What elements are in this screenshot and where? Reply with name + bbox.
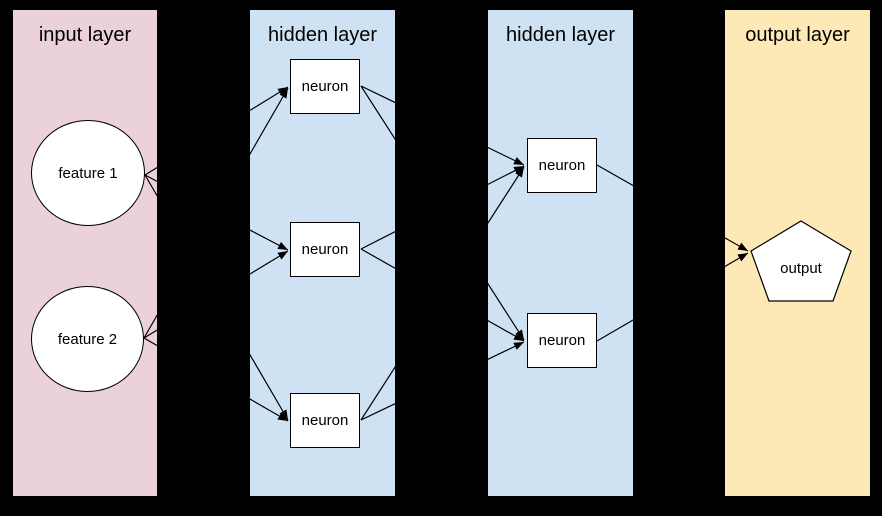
panel-hidden-layer-2: hidden layer bbox=[488, 10, 633, 496]
edge-feature2-h1n2 bbox=[143, 250, 289, 339]
node-output-label-text: output bbox=[780, 259, 822, 277]
edge-feature2-h1n3 bbox=[143, 337, 289, 422]
panel-input-layer: input layer bbox=[13, 10, 157, 496]
node-hidden2-neuron-1: neuron bbox=[527, 138, 597, 193]
edge-h1n2-h2n1 bbox=[360, 165, 525, 250]
node-output-pentagon bbox=[750, 220, 852, 302]
hidden-layer-1-title: hidden layer bbox=[268, 24, 377, 46]
edge-h1n1-h2n2 bbox=[360, 85, 525, 341]
node-hidden2-neuron-2: neuron bbox=[527, 313, 597, 368]
node-feature-2-label: feature 2 bbox=[57, 330, 118, 348]
edge-h1n3-h2n2 bbox=[360, 341, 525, 421]
node-hidden1-neuron-1-label: neuron bbox=[301, 78, 349, 95]
node-hidden1-neuron-3: neuron bbox=[290, 393, 360, 448]
node-hidden1-neuron-1: neuron bbox=[290, 59, 360, 114]
node-hidden1-neuron-2: neuron bbox=[290, 222, 360, 277]
node-hidden2-neuron-1-label: neuron bbox=[538, 157, 586, 174]
node-feature-2: feature 2 bbox=[31, 286, 144, 392]
edge-h2n2-output bbox=[596, 252, 749, 342]
edge-feature2-h1n1 bbox=[143, 87, 289, 339]
edge-feature1-h1n3 bbox=[144, 174, 289, 421]
node-feature-1: feature 1 bbox=[31, 120, 145, 226]
node-hidden2-neuron-2-label: neuron bbox=[538, 332, 586, 349]
edge-h2n1-output bbox=[596, 164, 749, 252]
node-hidden1-neuron-3-label: neuron bbox=[301, 412, 349, 429]
edge-h1n3-h2n1 bbox=[360, 166, 525, 421]
node-hidden1-neuron-2-label: neuron bbox=[301, 241, 349, 258]
node-feature-1-label: feature 1 bbox=[58, 164, 118, 182]
output-layer-title: output layer bbox=[745, 24, 850, 46]
edge-h1n1-h2n1 bbox=[360, 85, 525, 166]
hidden-layer-2-title: hidden layer bbox=[506, 24, 615, 46]
edge-h1n2-h2n2 bbox=[360, 248, 525, 342]
edge-feature1-h1n1 bbox=[144, 86, 289, 176]
node-output-label: output bbox=[751, 221, 851, 301]
input-layer-title: input layer bbox=[38, 24, 132, 46]
